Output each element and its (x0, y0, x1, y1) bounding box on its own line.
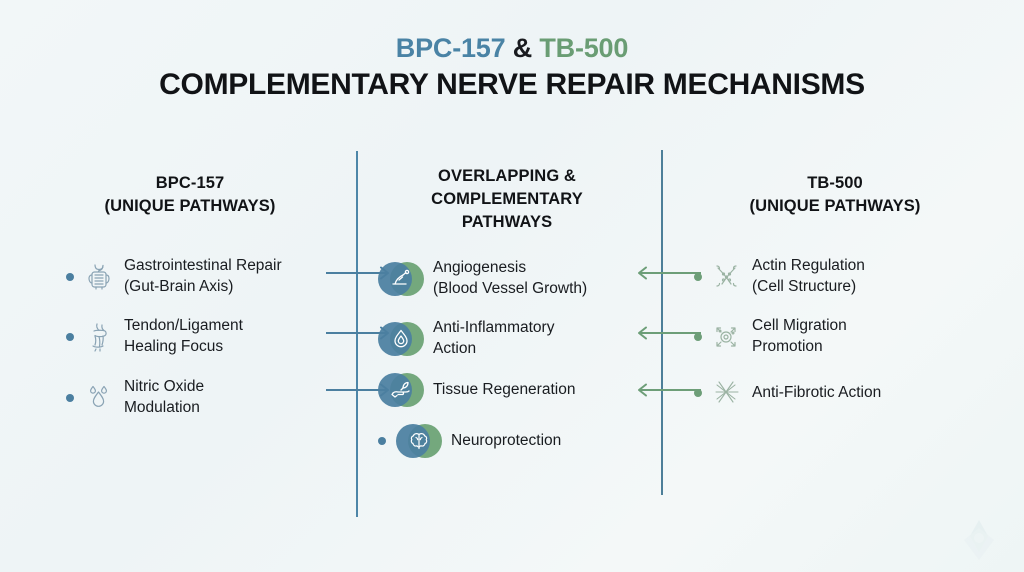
bullet-dot-icon (694, 272, 702, 281)
page-title-line-1: BPC-157 & TB-500 (0, 33, 1024, 64)
list-item-right-1[interactable]: Cell Migration Promotion (694, 316, 994, 357)
blood-vessel-icon (378, 261, 424, 296)
arrow-right-to-center-1 (638, 326, 701, 340)
list-item-center-3[interactable]: Neuroprotection (378, 424, 640, 458)
title-block: BPC-157 & TB-500 COMPLEMENTARY NERVE REP… (0, 33, 1024, 102)
bullet-dot-icon (694, 389, 702, 397)
actin-filament-icon (712, 261, 742, 293)
venn-circle-blue (378, 261, 412, 296)
title-ampersand: & (505, 33, 540, 63)
bullet-dot-icon (378, 437, 386, 445)
hand-leaf-icon (378, 373, 424, 407)
list-item-label: Anti-Inflammatory Action (433, 319, 555, 357)
list-item-label: Tendon/Ligament Healing Focus (124, 317, 243, 355)
list-item-label: Nitric Oxide Modulation (124, 378, 205, 416)
fibril-strands-icon (712, 377, 742, 409)
bullet-dot-icon (66, 272, 74, 281)
venn-glyph (378, 373, 424, 407)
column-heading-overlapping: OVERLAPPING & COMPLEMENTARY PATHWAYS (431, 167, 583, 231)
venn-glyph (378, 262, 424, 296)
title-bpc157: BPC-157 (395, 33, 506, 63)
bullet-dot-icon (66, 332, 74, 341)
column-heading-bpc157: BPC-157 (UNIQUE PATHWAYS) (104, 174, 276, 215)
venn-glyph (396, 424, 442, 458)
column-heading-tb500: TB-500 (UNIQUE PATHWAYS) (749, 174, 921, 215)
venn-glyph (378, 322, 424, 356)
list-item-right-2[interactable]: Anti-Fibrotic Action (694, 377, 994, 409)
list-item-label: Actin Regulation (Cell Structure) (752, 257, 865, 295)
bullet-dot-icon (694, 332, 702, 341)
list-item-label: Anti-Fibrotic Action (752, 383, 882, 401)
page-title-line-2: COMPLEMENTARY NERVE REPAIR MECHANISMS (159, 67, 865, 101)
list-item-left-0[interactable]: Gastrointestinal Repair (Gut-Brain Axis) (66, 256, 356, 297)
list-item-right-0[interactable]: Actin Regulation (Cell Structure) (694, 256, 994, 297)
cell-migration-icon (712, 321, 742, 353)
intestine-icon (84, 261, 114, 293)
knee-joint-icon (84, 321, 114, 353)
list-item-center-1[interactable]: Anti-Inflammatory Action (378, 318, 640, 359)
bullet-slot (378, 437, 386, 445)
venn-circle-blue (396, 424, 430, 458)
list-item-label: Tissue Regeneration (433, 380, 576, 398)
list-item-left-1[interactable]: Tendon/Ligament Healing Focus (66, 316, 356, 357)
bullet-dot-icon (66, 393, 74, 402)
flame-droplet-icon (378, 321, 424, 356)
water-droplets-icon (84, 382, 114, 414)
title-tb500: TB-500 (539, 33, 629, 63)
arrow-right-to-center-0 (638, 266, 701, 280)
list-item-center-2[interactable]: Tissue Regeneration (378, 373, 640, 407)
list-item-left-2[interactable]: Nitric Oxide Modulation (66, 377, 356, 418)
list-item-label: Cell Migration Promotion (752, 317, 847, 355)
arrow-right-to-center-2 (638, 383, 701, 397)
watermark-logo (964, 520, 994, 560)
list-item-label: Angiogenesis (Blood Vessel Growth) (433, 259, 588, 297)
brain-icon (396, 424, 442, 458)
list-item-center-0[interactable]: Angiogenesis (Blood Vessel Growth) (378, 258, 640, 299)
list-item-label: Gastrointestinal Repair (Gut-Brain Axis) (124, 257, 282, 295)
divider-line-right (661, 150, 663, 495)
venn-circle-blue (378, 373, 412, 407)
list-item-label: Neuroprotection (451, 431, 562, 449)
